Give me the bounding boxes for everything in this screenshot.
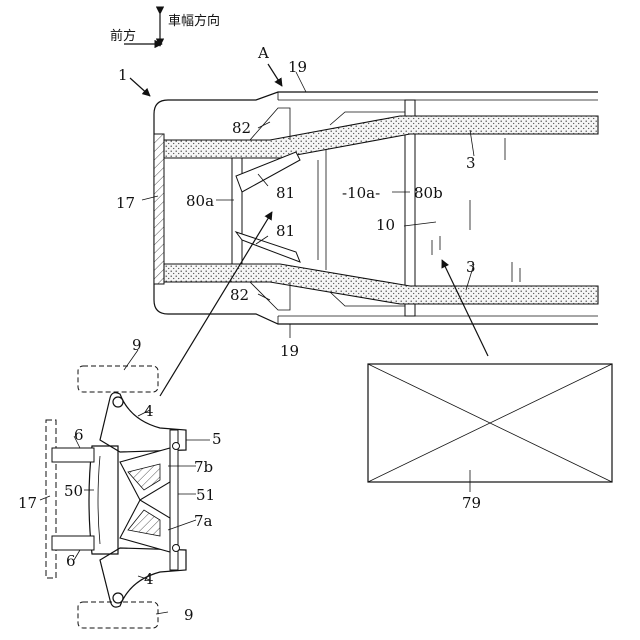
front-direction-label: 前方: [110, 28, 136, 44]
label-frame-side: 51: [196, 486, 215, 504]
label-cross-member-a: 80a: [186, 192, 214, 210]
vehicle-arrow: [130, 78, 150, 96]
gusset-upper: [250, 108, 290, 140]
label-bumper: 17: [116, 194, 135, 212]
vehicle-body: [154, 92, 598, 324]
label-rail-lower: 3: [466, 258, 476, 276]
view-arrow-to-box: [442, 260, 488, 356]
label-view-a: A: [257, 44, 269, 62]
label-vehicle: 1: [118, 66, 128, 84]
front-bumper: [154, 134, 164, 284]
label-box: 79: [462, 494, 481, 512]
label-floor: 10: [376, 216, 395, 234]
label-bumper-lower: 17: [18, 494, 37, 512]
label-arm-top: 4: [144, 402, 154, 420]
label-arm-bottom: 4: [144, 570, 154, 588]
label-side-sill-top: 19: [288, 58, 307, 76]
box-79: [368, 364, 612, 492]
texture-lines: [432, 138, 520, 282]
label-floor-a: -10a-: [342, 184, 380, 202]
bumper-dashed: [46, 420, 56, 578]
label-mount-top: 6: [74, 426, 84, 444]
view-arrow-to-body: [160, 212, 272, 396]
label-subframe: 5: [212, 430, 222, 448]
label-link-lower: 7a: [194, 512, 213, 530]
wheel-top: [78, 366, 158, 392]
width-direction-label: 車幅方向: [168, 13, 220, 29]
mount-top: [52, 448, 94, 462]
label-cross-member-b: 80b: [414, 184, 443, 202]
bushing-bottom: [113, 593, 123, 603]
label-gusset-upper: 82: [232, 119, 251, 137]
gusset-lower: [250, 282, 290, 310]
bushing-top: [113, 397, 123, 407]
label-gusset-lower: 82: [230, 286, 249, 304]
label-brace-lower: 81: [276, 222, 295, 240]
label-link-upper: 7b: [194, 458, 213, 476]
view-a-arrow: [268, 64, 282, 86]
wheel-bottom: [78, 602, 158, 628]
mount-bottom: [52, 536, 94, 550]
label-frame-body: 50: [64, 482, 83, 500]
side-member-upper: [164, 116, 598, 158]
label-rail-upper: 3: [466, 154, 476, 172]
label-wheel-bottom: 9: [184, 606, 194, 624]
cross-member-80a: [232, 153, 242, 265]
direction-indicator: 車幅方向 前方: [110, 13, 220, 46]
label-brace-upper: 81: [276, 184, 295, 202]
label-mount-bottom: 6: [66, 552, 76, 570]
body-outline-top: [168, 92, 598, 100]
label-side-sill-bottom: 19: [280, 342, 299, 360]
label-wheel-top: 9: [132, 336, 142, 354]
